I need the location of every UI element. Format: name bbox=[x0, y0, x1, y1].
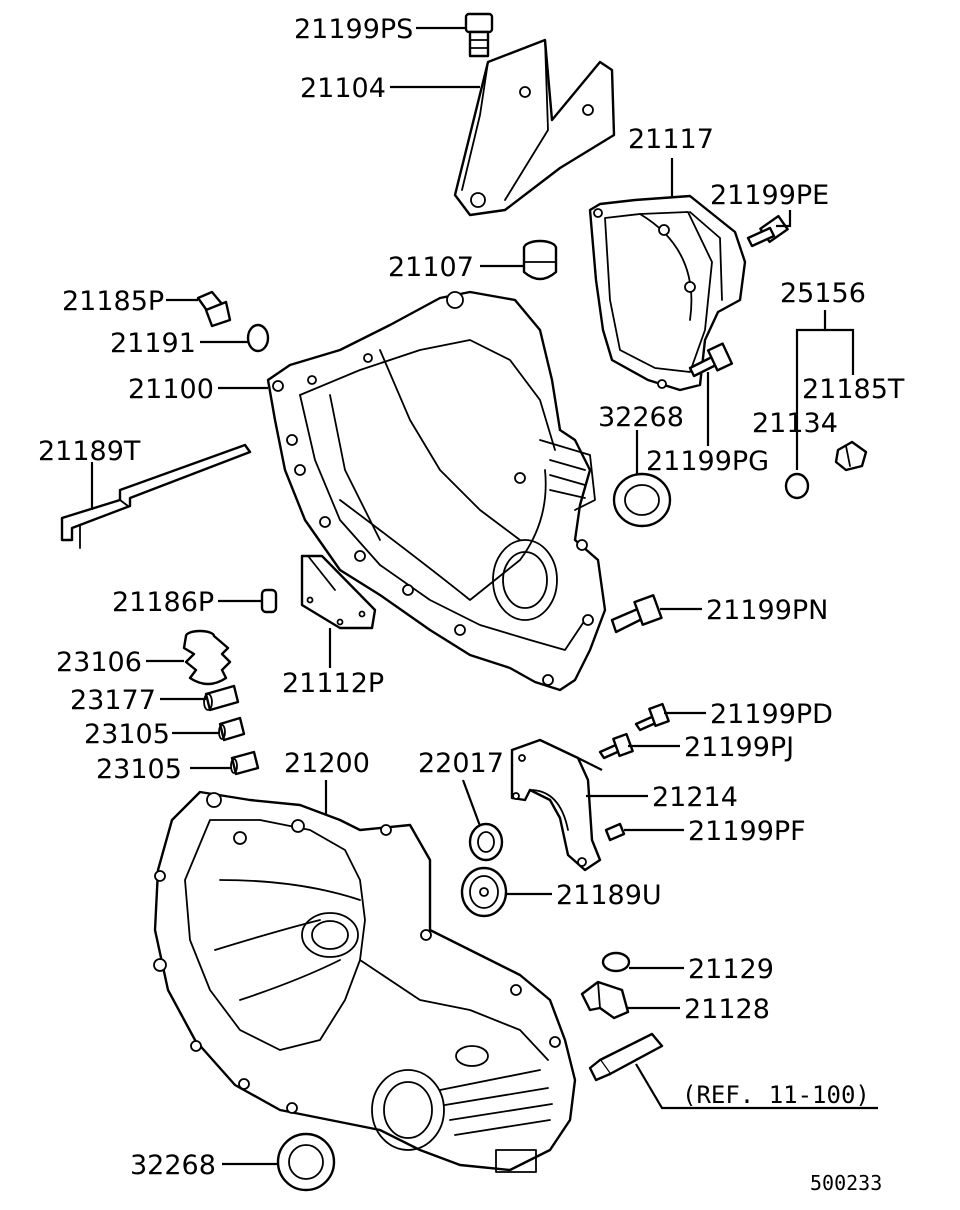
sealant-tube bbox=[588, 1032, 664, 1082]
label-21199pg: 21199PG bbox=[646, 446, 769, 477]
label-22017: 22017 bbox=[418, 748, 504, 779]
plug-21185p bbox=[196, 290, 232, 328]
cap-21129 bbox=[601, 951, 631, 973]
cover-21128 bbox=[580, 980, 630, 1020]
bushing-23105-upper bbox=[218, 716, 246, 742]
housing-21200 bbox=[153, 790, 577, 1173]
label-21117: 21117 bbox=[628, 124, 714, 155]
label-21128: 21128 bbox=[684, 994, 770, 1025]
label-21191: 21191 bbox=[110, 328, 196, 359]
label-23105-lower: 23105 bbox=[96, 754, 182, 785]
diagram-code: 500233 bbox=[810, 1171, 882, 1195]
label-21104: 21104 bbox=[300, 73, 386, 104]
label-23106: 23106 bbox=[56, 647, 142, 678]
pin-21186p bbox=[260, 588, 278, 614]
plate-21112p bbox=[300, 554, 377, 630]
label-21199pn: 21199PN bbox=[706, 595, 828, 626]
label-21199pe: 21199PE bbox=[710, 180, 829, 211]
label-21100: 21100 bbox=[128, 374, 214, 405]
plug-21185t bbox=[834, 440, 868, 472]
case-21100 bbox=[266, 290, 607, 692]
bracket-21214 bbox=[510, 738, 602, 872]
bolt-21199pg bbox=[688, 342, 734, 378]
label-ref-11-100: (REF. 11-100) bbox=[682, 1081, 870, 1109]
guide-21189t bbox=[60, 443, 252, 549]
label-21129: 21129 bbox=[688, 954, 774, 985]
label-21200: 21200 bbox=[284, 748, 370, 779]
bolt-21199ps bbox=[464, 12, 494, 58]
gasket-21191 bbox=[246, 323, 270, 353]
label-21112p: 21112P bbox=[282, 668, 384, 699]
plug-21107 bbox=[522, 239, 558, 281]
bushing-23177 bbox=[203, 684, 240, 712]
label-21186p: 21186P bbox=[112, 587, 214, 618]
leader-lines bbox=[90, 26, 878, 1166]
plate-21189u bbox=[460, 866, 508, 918]
cover-21117 bbox=[588, 194, 747, 392]
bolt-21199pe bbox=[746, 214, 789, 248]
label-21185t: 21185T bbox=[802, 374, 905, 405]
label-21189t: 21189T bbox=[38, 436, 141, 467]
label-21107: 21107 bbox=[388, 252, 474, 283]
bolt-21199pd bbox=[634, 702, 670, 732]
label-25156: 25156 bbox=[780, 278, 866, 309]
label-32268-lower: 32268 bbox=[130, 1150, 216, 1181]
boot-23106 bbox=[182, 629, 232, 686]
label-21199pj: 21199PJ bbox=[684, 732, 794, 763]
label-21134: 21134 bbox=[752, 408, 838, 439]
label-21199pd: 21199PD bbox=[710, 699, 833, 730]
gasket-21134 bbox=[784, 472, 810, 500]
label-21199pf: 21199PF bbox=[688, 816, 806, 847]
label-23105-upper: 23105 bbox=[84, 719, 170, 750]
label-32268-upper: 32268 bbox=[598, 402, 684, 433]
oil-seal-32268-lower bbox=[276, 1132, 336, 1192]
bolt-21199pn bbox=[610, 594, 663, 634]
seal-22017 bbox=[468, 822, 504, 862]
bushing-23105-lower bbox=[230, 750, 260, 776]
oil-seal-32268-upper bbox=[612, 472, 672, 528]
label-23177: 23177 bbox=[70, 685, 156, 716]
label-21189u: 21189U bbox=[556, 880, 662, 911]
label-21185p: 21185P bbox=[62, 286, 164, 317]
bracket-21104 bbox=[453, 38, 616, 217]
part-labels: 21199PS 21104 21117 21199PE 21107 25156 … bbox=[38, 14, 905, 1195]
bolt-21199pj bbox=[598, 732, 634, 760]
label-21214: 21214 bbox=[652, 782, 738, 813]
label-21199ps: 21199PS bbox=[294, 14, 413, 45]
bolt-21199pf bbox=[604, 822, 626, 842]
